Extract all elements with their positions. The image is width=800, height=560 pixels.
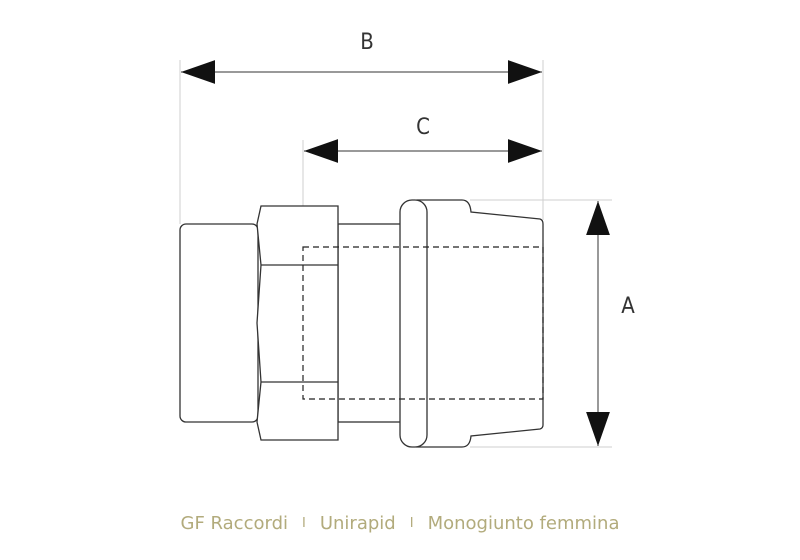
separator: I [409, 516, 414, 531]
product-line-label: Unirapid [319, 513, 396, 534]
dimension-b-label: B [360, 30, 374, 55]
caption: GF Raccordi I Unirapid I Monogiunto femmina [0, 513, 800, 534]
locking-ring [399, 199, 428, 448]
pipe-insertion-hidden-line [302, 246, 544, 400]
neck [337, 223, 403, 423]
dimension-a-label: A [621, 294, 635, 319]
fitting-body [179, 199, 544, 448]
threaded-end [179, 223, 259, 423]
separator: I [302, 516, 306, 531]
brand-label: GF Raccordi [180, 513, 288, 534]
hex-nut [256, 205, 339, 441]
extension-lines [179, 60, 612, 448]
product-label: Monogiunto femmina [427, 513, 620, 534]
cap [416, 199, 544, 448]
dimension-c-label: C [416, 115, 430, 140]
